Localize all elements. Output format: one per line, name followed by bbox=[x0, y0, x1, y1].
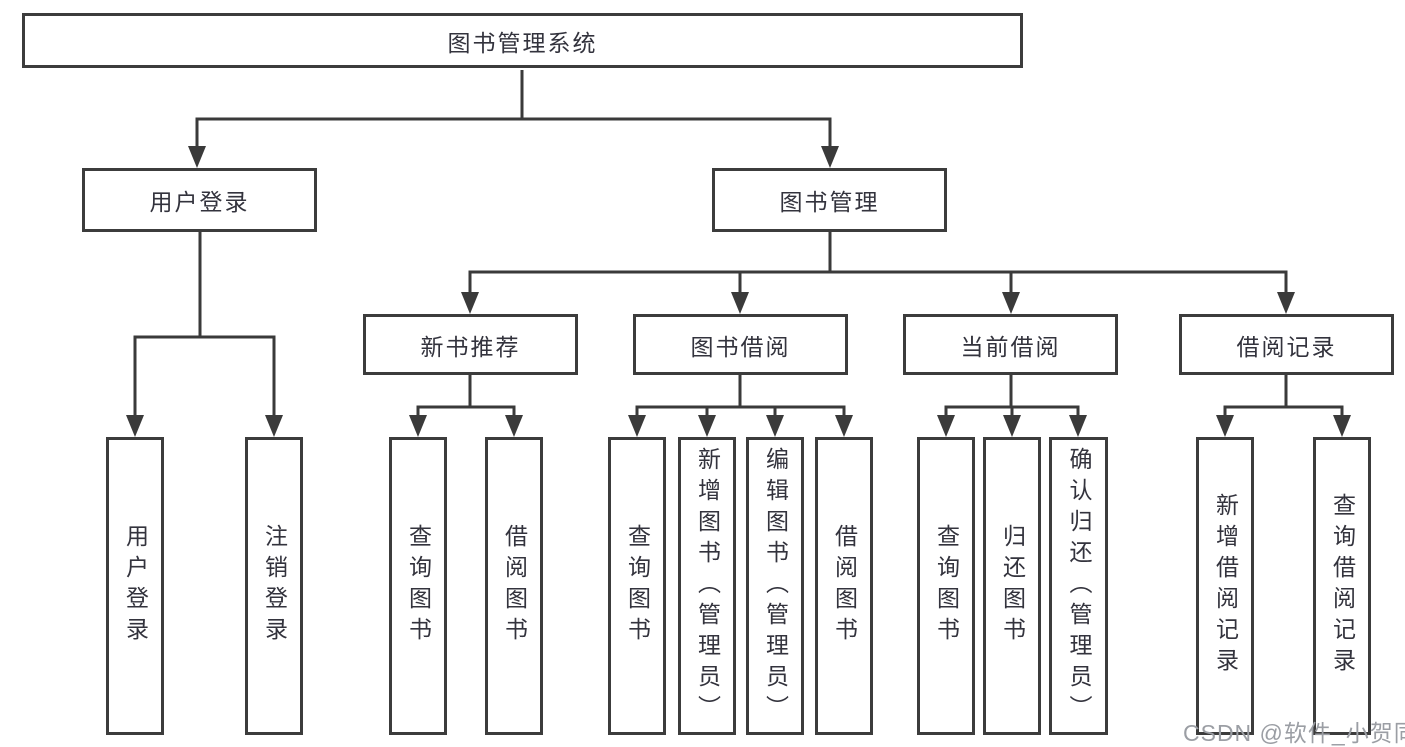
node-book-management-label: 图书管理 bbox=[779, 189, 880, 215]
leaf-confirm-return-admin-label: 确认归还（管理员） bbox=[1066, 446, 1092, 726]
tree-edges bbox=[133, 70, 1344, 416]
node-borrowing-records: 借阅记录 bbox=[1179, 314, 1394, 375]
leaf-edit-book-admin: 编辑图书（管理员） bbox=[746, 437, 804, 735]
leaf-borrow-books-recommend-label: 借阅图书 bbox=[501, 524, 528, 648]
leaf-borrow-books-borrowing-label: 借阅图书 bbox=[831, 524, 858, 648]
leaf-borrow-books-recommend: 借阅图书 bbox=[485, 437, 543, 735]
node-root-system: 图书管理系统 bbox=[22, 13, 1023, 68]
node-user-login-label: 用户登录 bbox=[149, 189, 250, 215]
leaf-query-books-current: 查询图书 bbox=[917, 437, 975, 735]
leaf-edit-book-admin-label: 编辑图书（管理员） bbox=[762, 446, 789, 726]
node-root-system-label: 图书管理系统 bbox=[447, 29, 598, 56]
node-new-book-recommend-label: 新书推荐 bbox=[420, 333, 521, 360]
arrowhead-icons bbox=[126, 146, 1351, 437]
node-book-management: 图书管理 bbox=[712, 168, 947, 232]
node-user-login: 用户登录 bbox=[82, 168, 317, 232]
node-book-borrowing-label: 图书借阅 bbox=[690, 333, 791, 360]
leaf-return-books-label: 归还图书 bbox=[999, 524, 1026, 648]
leaf-query-borrow-record-label: 查询借阅记录 bbox=[1329, 493, 1356, 679]
leaf-logout: 注销登录 bbox=[245, 437, 303, 735]
node-current-borrowing: 当前借阅 bbox=[903, 314, 1118, 375]
node-book-borrowing: 图书借阅 bbox=[633, 314, 848, 375]
leaf-add-borrow-record: 新增借阅记录 bbox=[1196, 437, 1254, 735]
leaf-user-login: 用户登录 bbox=[106, 437, 164, 735]
leaf-add-borrow-record-label: 新增借阅记录 bbox=[1212, 493, 1239, 679]
leaf-query-books-recommend-label: 查询图书 bbox=[405, 524, 432, 648]
leaf-logout-label: 注销登录 bbox=[261, 524, 288, 648]
leaf-user-login-label: 用户登录 bbox=[122, 524, 149, 648]
leaf-query-books-borrowing-label: 查询图书 bbox=[624, 524, 651, 648]
leaf-query-books-borrowing: 查询图书 bbox=[608, 437, 666, 735]
leaf-query-books-recommend: 查询图书 bbox=[389, 437, 447, 735]
node-new-book-recommend: 新书推荐 bbox=[363, 314, 578, 375]
csdn-watermark: CSDN @软件_小贺同学 bbox=[1183, 720, 1405, 746]
leaf-borrow-books-borrowing: 借阅图书 bbox=[815, 437, 873, 735]
leaf-add-book-admin-label: 新增图书（管理员） bbox=[694, 446, 721, 726]
node-borrowing-records-label: 借阅记录 bbox=[1236, 333, 1337, 360]
leaf-query-books-current-label: 查询图书 bbox=[933, 524, 960, 648]
leaf-return-books: 归还图书 bbox=[983, 437, 1041, 735]
node-current-borrowing-label: 当前借阅 bbox=[960, 333, 1061, 360]
leaf-confirm-return-admin: 确认归还（管理员） bbox=[1049, 437, 1108, 735]
leaf-query-borrow-record: 查询借阅记录 bbox=[1313, 437, 1371, 735]
leaf-add-book-admin: 新增图书（管理员） bbox=[678, 437, 736, 735]
